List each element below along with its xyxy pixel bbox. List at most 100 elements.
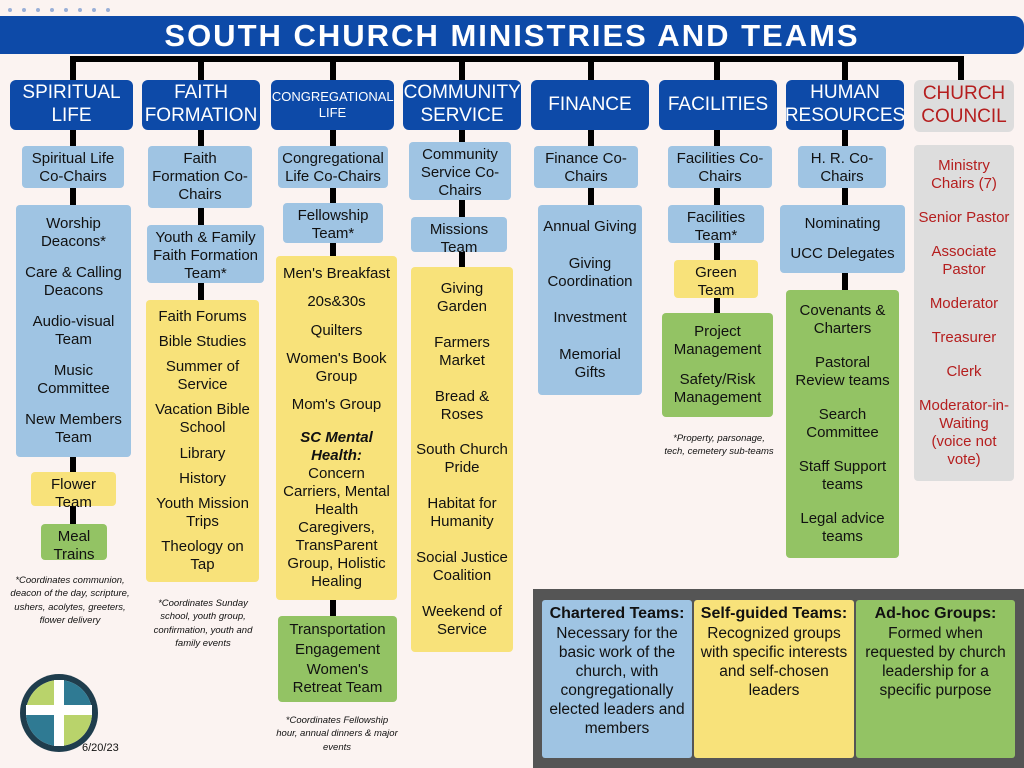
self-guided-team: Green Team	[674, 260, 758, 299]
team-item: History	[179, 469, 226, 487]
header-church-council: CHURCH COUNCIL	[914, 80, 1014, 132]
team-item: Nominating	[804, 215, 881, 232]
connector	[588, 56, 594, 80]
legend-adhoc: Ad-hoc Groups: Formed when requested by …	[856, 600, 1015, 758]
chartered-teams-list: Worship Deacons* Care & Calling Deacons …	[16, 205, 131, 457]
date-label: 6/20/23	[82, 742, 119, 754]
team-item: Women's Book Group	[286, 350, 387, 386]
council-member: Moderator	[929, 295, 999, 312]
team-item: UCC Delegates	[790, 245, 895, 262]
team-item: Women's Retreat Team	[292, 661, 383, 696]
team-item: Quilters	[310, 321, 363, 339]
header-congregational-life: CONGREGATIONAL LIFE	[271, 80, 394, 130]
cross-logo-icon	[18, 672, 100, 754]
team-item: Legal advice teams	[800, 510, 885, 545]
connector	[842, 56, 848, 80]
team-item: Care & Calling Deacons	[25, 264, 122, 300]
adhoc-teams-list: Covenants & Charters Pastoral Review tea…	[786, 290, 899, 558]
team-item: Youth Mission Trips	[156, 495, 249, 531]
header-spiritual-life: SPIRITUAL LIFE	[10, 80, 133, 130]
team-item: 20s&30s	[307, 293, 366, 311]
team-item: Engagement	[294, 641, 381, 658]
team-item: Transportation	[289, 621, 386, 638]
column-spine	[198, 120, 204, 320]
footnote: *Property, parsonage, tech, cemetery sub…	[664, 433, 774, 458]
team-item: South Church Pride	[416, 441, 508, 477]
team-item: Library	[179, 444, 226, 462]
mental-health-groups: Concern Carriers, Mental Health Caregive…	[283, 464, 390, 590]
column-spine	[459, 120, 465, 280]
connector	[958, 56, 964, 80]
co-chairs-box: Faith Formation Co-Chairs	[148, 146, 252, 208]
self-guided-teams-list: Faith Forums Bible Studies Summer of Ser…	[146, 300, 259, 582]
council-member: Ministry Chairs (7)	[931, 157, 997, 192]
legend-self-guided: Self-guided Teams: Recognized groups wit…	[694, 600, 854, 758]
council-member: Senior Pastor	[918, 209, 1010, 226]
council-member: Clerk	[946, 363, 982, 380]
team-item: New Members Team	[25, 410, 122, 446]
council-member: Moderator-in-Waiting (voice not vote)	[918, 397, 1010, 468]
footnote: *Coordinates communion, deacon of the da…	[10, 575, 130, 626]
team-item: Audio-visual Team	[32, 312, 115, 348]
connector	[714, 56, 720, 80]
self-guided-teams-list: Giving Garden Farmers Market Bread & Ros…	[411, 267, 513, 652]
co-chairs-box: H. R. Co-Chairs	[798, 146, 886, 188]
connector	[459, 56, 465, 80]
team-item: Music Committee	[37, 361, 110, 397]
footnote: *Coordinates Sunday school, youth group,…	[153, 598, 253, 649]
church-council-members: Ministry Chairs (7) Senior Pastor Associ…	[914, 145, 1014, 481]
self-guided-teams-list: Men's Breakfast 20s&30s Quilters Women's…	[276, 256, 397, 600]
chartered-team: Youth & Family Faith Formation Team*	[147, 225, 264, 283]
self-guided-team: Flower Team	[31, 472, 116, 511]
chartered-team: Facilities Team*	[668, 205, 764, 244]
co-chairs-box: Facilities Co-Chairs	[668, 146, 772, 188]
team-item: Annual Giving	[543, 218, 637, 236]
team-item: Bible Studies	[158, 332, 247, 350]
adhoc-teams-list: Project Management Safety/Risk Managemen…	[662, 313, 773, 417]
team-item: Summer of Service	[165, 358, 240, 394]
chartered-team: Fellowship Team*	[283, 203, 383, 243]
top-connector	[70, 56, 964, 62]
header-community-service: COMMUNITY SERVICE	[403, 80, 521, 130]
legend-title: Ad-hoc Groups:	[874, 605, 997, 622]
legend-title: Self-guided Teams:	[700, 605, 848, 622]
co-chairs-box: Congregational Life Co-Chairs	[278, 146, 388, 188]
page-title: SOUTH CHURCH MINISTRIES AND TEAMS	[0, 16, 1024, 54]
co-chairs-box: Community Service Co-Chairs	[409, 142, 511, 200]
team-item: Men's Breakfast	[282, 265, 391, 283]
legend: Chartered Teams: Necessary for the basic…	[533, 589, 1024, 768]
team-item: Habitat for Humanity	[427, 495, 497, 531]
team-item: Search Committee	[806, 406, 879, 441]
connector	[330, 56, 336, 80]
council-member: Treasurer	[931, 329, 997, 346]
legend-text: Formed when requested by church leadersh…	[865, 624, 1006, 699]
co-chairs-box: Finance Co-Chairs	[534, 146, 638, 188]
team-item: Safety/Risk Management	[673, 371, 762, 406]
council-member: Associate Pastor	[931, 243, 997, 278]
co-chairs-box: Spiritual Life Co-Chairs	[22, 146, 124, 188]
team-item: Giving Coordination	[547, 254, 633, 290]
header-human-resources: HUMAN RESOURCES	[785, 80, 905, 130]
team-item: Memorial Gifts	[559, 345, 621, 381]
team-item: Faith Forums	[158, 307, 247, 325]
legend-text: Necessary for the basic work of the chur…	[549, 624, 685, 737]
adhoc-teams-list: Transportation Engagement Women's Retrea…	[278, 616, 397, 702]
mental-health-title: SC Mental Health:	[300, 428, 373, 464]
team-item: Investment	[553, 309, 627, 327]
team-item: Worship Deacons*	[40, 215, 107, 251]
team-item: Vacation Bible School	[155, 401, 250, 437]
legend-text: Recognized groups with specific interest…	[700, 624, 848, 699]
team-item: Staff Support teams	[798, 458, 887, 493]
team-item: Project Management	[673, 323, 762, 358]
adhoc-team: Meal Trains	[41, 524, 107, 563]
legend-chartered: Chartered Teams: Necessary for the basic…	[542, 600, 692, 758]
connector	[198, 56, 204, 80]
team-item: Giving Garden	[436, 279, 488, 315]
connector	[70, 56, 76, 80]
chartered-teams-list: Annual Giving Giving Coordination Invest…	[538, 205, 642, 395]
team-item: Theology on Tap	[161, 538, 244, 574]
footnote: *Coordinates Fellowship hour, annual din…	[276, 715, 398, 753]
team-item: Covenants & Charters	[799, 302, 886, 337]
team-item: Mom's Group	[291, 396, 382, 414]
header-finance: FINANCE	[531, 80, 649, 130]
